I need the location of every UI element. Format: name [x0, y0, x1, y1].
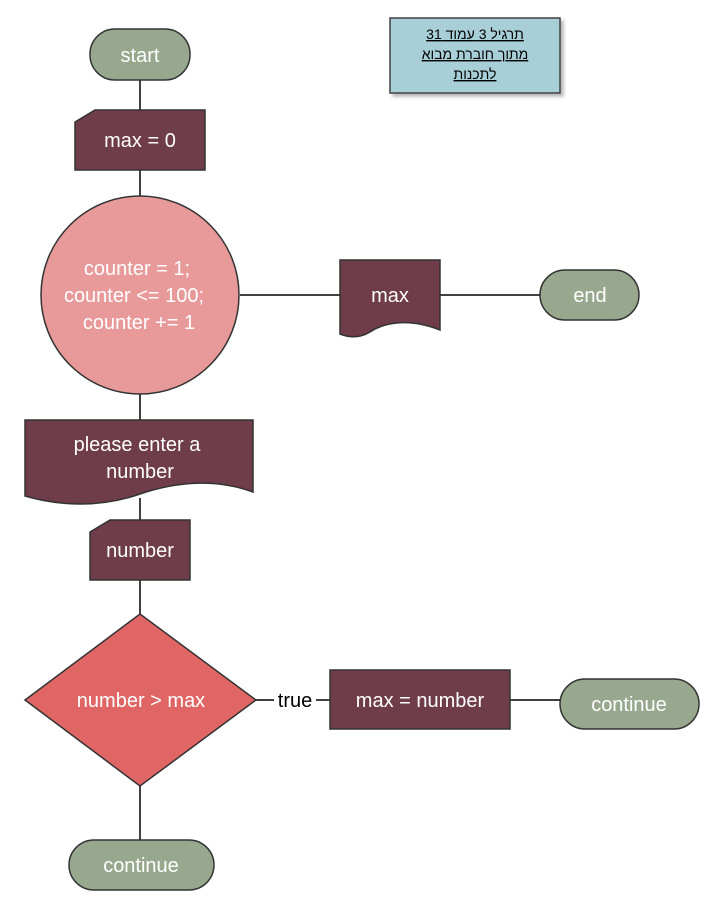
continue-bottom-label: continue	[103, 855, 179, 877]
exercise-note	[389, 17, 561, 94]
loop-circle	[40, 195, 240, 395]
output-label: max	[371, 285, 409, 307]
prompt-document-shape	[24, 419, 254, 505]
decision-diamond	[23, 613, 258, 787]
continue-bottom-terminal	[68, 839, 215, 891]
assign-process	[329, 669, 511, 730]
note-line-2: מתוך חוברת מבוא	[422, 46, 529, 62]
number-input-shape	[89, 519, 191, 581]
loop-line-1: counter = 1;	[84, 258, 190, 280]
note-line-1: תרגיל 3 עמוד 31	[426, 26, 524, 42]
assign-label: max = number	[356, 690, 485, 712]
decision-label: number > max	[77, 690, 205, 712]
end-label: end	[573, 285, 606, 307]
output-document-shape	[339, 259, 441, 338]
continue-right-label: continue	[591, 694, 667, 716]
start-terminal	[89, 28, 191, 81]
end-terminal	[539, 269, 640, 321]
loop-line-2: counter <= 100;	[64, 285, 204, 307]
prompt-line-2: number	[106, 461, 174, 483]
prompt-line-1: please enter a	[74, 434, 202, 456]
connectors	[139, 80, 560, 840]
init-label: max = 0	[104, 130, 176, 152]
init-input-shape	[74, 109, 206, 171]
loop-line-3: counter += 1	[83, 312, 195, 334]
note-line-3: לתכנות	[454, 66, 497, 82]
number-input-label: number	[106, 540, 174, 562]
start-label: start	[121, 45, 160, 67]
continue-right-terminal	[559, 678, 700, 730]
true-edge-label: true	[278, 690, 312, 712]
note-box	[389, 17, 561, 94]
